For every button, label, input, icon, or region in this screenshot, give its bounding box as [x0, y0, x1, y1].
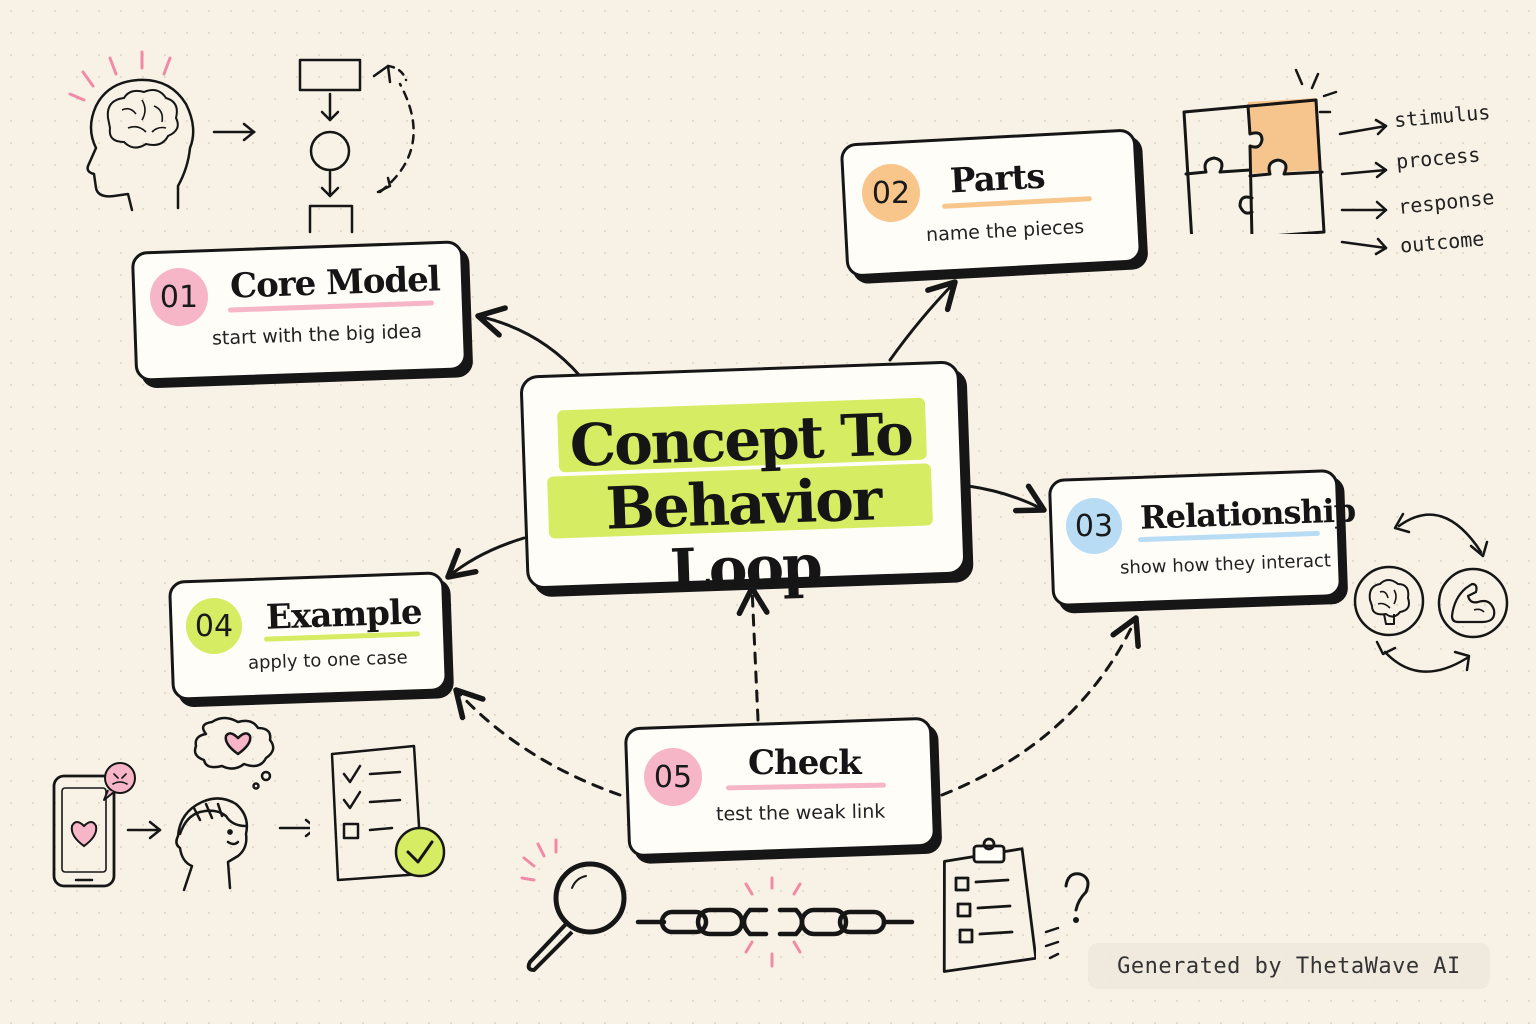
central-title: Concept To Behavior Loop: [520, 400, 966, 607]
arrow-to-relationship: [966, 483, 1047, 514]
question-mark-icon: [1044, 872, 1090, 960]
step-title: Check: [748, 743, 862, 783]
cycle-arrows-icon: [1375, 512, 1489, 673]
step-subtitle: test the weak link: [715, 800, 886, 826]
central-title-line1: Concept To: [568, 400, 913, 480]
step-number-badge: 04: [186, 598, 242, 654]
arrow-to-parts: [888, 279, 958, 362]
clipboard-icon: [942, 837, 1036, 973]
flowchart-loop-icon: [298, 58, 415, 234]
muscle-arm-icon: [1437, 567, 1509, 639]
arrow-check-to-center: [736, 585, 770, 722]
arrow-to-core-model: [475, 305, 582, 378]
magnifier-icon: [520, 838, 627, 972]
puzzle-icon: [1182, 68, 1338, 234]
phone-heart-icon: [52, 762, 136, 888]
head-brain-icon: [68, 50, 257, 212]
parts-arrows: [1338, 118, 1388, 256]
person-thinking-icon: [126, 716, 310, 892]
arrow-to-example: [445, 536, 526, 580]
brain-icon: [1353, 565, 1425, 637]
step-number-badge: 05: [644, 748, 702, 806]
arrow-check-to-example: [453, 687, 622, 797]
arrow-check-to-relationship: [940, 615, 1141, 797]
checklist-icon: [330, 744, 446, 882]
step-number-badge: 01: [150, 268, 208, 326]
step-number-badge: 02: [862, 164, 920, 222]
step-title: Parts: [949, 156, 1046, 202]
step-number-badge: 03: [1066, 498, 1122, 554]
central-title-line2: Behavior Loop: [604, 465, 882, 605]
step-title: Relationship: [1139, 491, 1356, 537]
broken-chain-icon: [635, 876, 915, 968]
step-title: Example: [265, 592, 423, 638]
step-title: Core Model: [229, 259, 441, 307]
generated-by-footer: Generated by ThetaWave AI: [1088, 943, 1490, 989]
